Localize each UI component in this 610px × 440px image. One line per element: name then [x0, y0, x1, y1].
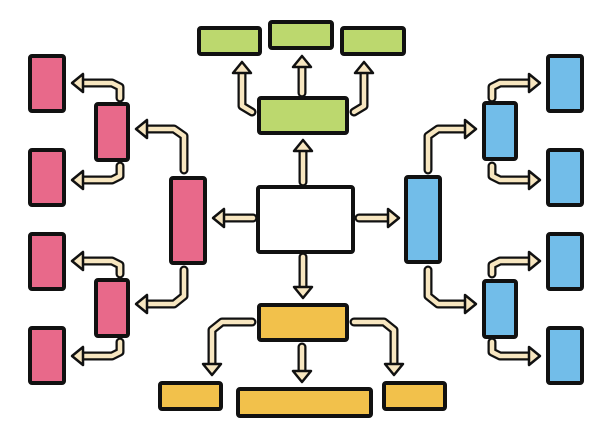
- arrow-top-to-leaf-left: [231, 60, 257, 117]
- arrow-left-node-to-sub-bottom: [134, 265, 189, 315]
- right-sub-node-bottom: [482, 279, 518, 339]
- left-sub-node-bottom: [94, 278, 130, 338]
- left-sub-node-top: [94, 102, 130, 162]
- arrow-right-node-to-sub-top: [423, 118, 478, 175]
- arrow-top-to-leaf-right: [349, 60, 375, 117]
- bottom-leaf-middle: [236, 387, 373, 418]
- top-leaf-middle: [268, 20, 334, 50]
- arrow-left-sub-top-to-leaf-2: [70, 161, 125, 191]
- arrow-bottom-to-leaf-middle: [291, 342, 313, 384]
- right-leaf-2: [546, 148, 584, 207]
- left-leaf-2: [28, 148, 66, 207]
- arrow-right-sub-top-to-leaf-2: [487, 161, 542, 191]
- right-sub-node-top: [482, 101, 518, 161]
- left-leaf-4: [28, 326, 66, 385]
- left-leaf-3: [28, 232, 66, 291]
- right-leaf-1: [546, 54, 584, 113]
- top-node: [257, 96, 349, 135]
- arrow-center-to-right: [354, 207, 401, 229]
- arrow-center-to-left: [211, 207, 258, 229]
- bottom-node: [257, 303, 349, 342]
- arrow-left-sub-top-to-leaf-1: [70, 72, 125, 103]
- left-leaf-1: [28, 54, 66, 113]
- boxes-layer: [28, 20, 584, 418]
- top-leaf-left: [197, 26, 262, 56]
- arrow-bottom-to-leaf-left: [201, 317, 257, 377]
- arrow-center-to-top: [292, 138, 314, 187]
- right-leaf-4: [546, 326, 584, 385]
- arrow-bottom-to-leaf-right: [349, 317, 405, 377]
- top-leaf-right: [340, 26, 406, 56]
- right-node: [404, 175, 442, 264]
- right-leaf-3: [546, 232, 584, 291]
- center-node: [256, 185, 355, 254]
- left-node: [169, 176, 207, 265]
- arrow-left-node-to-sub-top: [134, 118, 189, 175]
- arrow-right-sub-top-to-leaf-1: [487, 72, 542, 103]
- bottom-leaf-right: [382, 381, 447, 411]
- arrows-layer: [70, 54, 542, 384]
- arrow-top-to-leaf-middle: [291, 54, 313, 98]
- arrow-left-sub-bottom-to-leaf-4: [70, 337, 125, 367]
- arrow-right-sub-bottom-to-leaf-3: [487, 250, 542, 279]
- arrow-left-sub-bottom-to-leaf-3: [70, 250, 125, 279]
- arrow-center-to-bottom: [292, 252, 314, 300]
- arrow-right-node-to-sub-bottom: [423, 265, 478, 315]
- arrow-right-sub-bottom-to-leaf-4: [487, 337, 542, 367]
- bottom-leaf-left: [158, 381, 223, 411]
